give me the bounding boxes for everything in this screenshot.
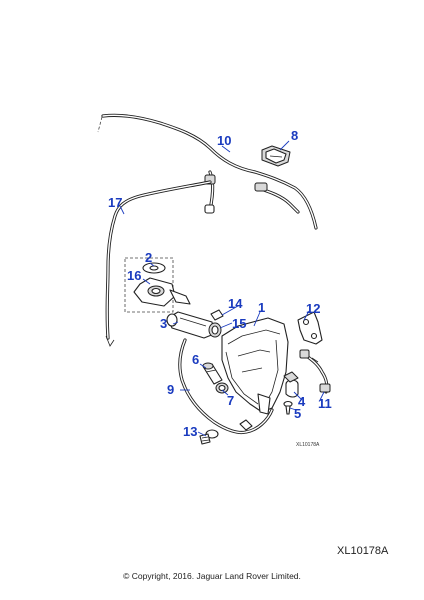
callout-5: 5 (294, 406, 301, 421)
callout-2: 2 (145, 250, 152, 265)
part-5-screw (283, 400, 293, 415)
reference-code: XL10178A (337, 545, 389, 557)
diagram-small-ref: XL10178A (296, 442, 320, 448)
callout-12: 12 (306, 301, 320, 316)
part-3-filler-tube (166, 311, 215, 339)
part-17-hose (105, 180, 212, 347)
callout-16: 16 (127, 268, 141, 283)
callouts: 1 2 3 4 5 6 7 8 9 10 11 12 13 14 15 16 1… (108, 128, 332, 439)
part-1-reservoir (221, 317, 289, 415)
callout-11: 11 (318, 396, 332, 411)
callout-3: 3 (160, 316, 167, 331)
part-11-harness (299, 349, 331, 394)
part-16-mount (133, 277, 191, 307)
callout-4: 4 (298, 394, 306, 409)
part-15-seal (208, 322, 222, 338)
part-13-bolt (199, 429, 219, 445)
part-7-grommet (215, 382, 229, 394)
part-10-washer-hose (97, 113, 318, 230)
callout-6: 6 (192, 352, 199, 367)
callout-15: 15 (232, 316, 246, 331)
part-14-clip (210, 309, 224, 321)
callout-7: 7 (227, 393, 234, 408)
callout-13: 13 (183, 424, 197, 439)
pump-mount-group (124, 257, 191, 313)
callout-8: 8 (291, 128, 298, 143)
part-8-connector (261, 145, 291, 167)
callout-10: 10 (217, 133, 231, 148)
callout-9: 9 (167, 382, 174, 397)
part-6-sensor (202, 362, 223, 385)
callout-14: 14 (228, 296, 243, 311)
callout-17: 17 (108, 195, 122, 210)
part-9-hose (178, 338, 274, 435)
copyright-notice: © Copyright, 2016. Jaguar Land Rover Lim… (123, 571, 301, 581)
callout-1: 1 (258, 300, 265, 315)
leader-lines (119, 140, 325, 437)
part-12-bracket (297, 311, 323, 345)
part-4-pump (283, 371, 299, 398)
